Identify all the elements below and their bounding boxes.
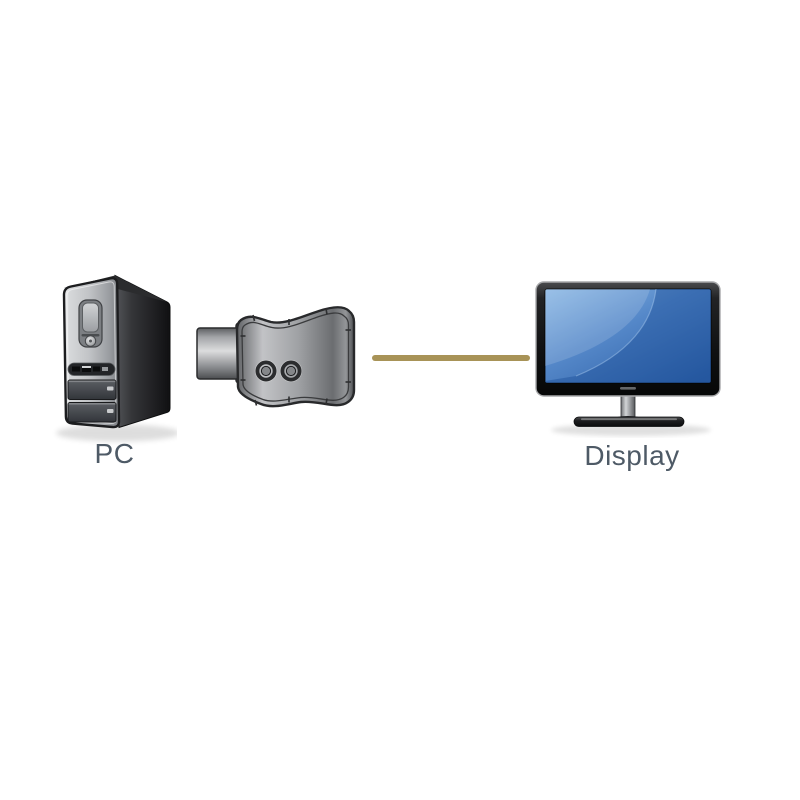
pc-slot-1 bbox=[72, 366, 80, 372]
connection-cable bbox=[372, 355, 530, 361]
display-label: Display bbox=[584, 440, 680, 471]
pc-side-panel bbox=[114, 274, 171, 429]
adapter-device bbox=[193, 292, 368, 414]
pc-label: PC bbox=[94, 438, 135, 469]
pc-bay-1-highlight bbox=[68, 380, 116, 383]
display-brand-mark bbox=[620, 387, 636, 390]
pc-front-bevel bbox=[66, 281, 117, 425]
adapter-bevel-line bbox=[241, 312, 350, 402]
pc-device bbox=[52, 262, 177, 447]
adapter-connector-barrel bbox=[196, 327, 240, 380]
pc-slot-2 bbox=[82, 366, 91, 372]
display-screen-gloss bbox=[545, 289, 711, 383]
pc-bay-2-led bbox=[107, 409, 114, 413]
adapter-rim-ticks bbox=[240, 308, 351, 406]
pc-tower-icon bbox=[56, 274, 177, 442]
display-screen bbox=[544, 288, 712, 384]
video-adapter-icon bbox=[196, 306, 356, 408]
pc-drive-divider bbox=[81, 334, 100, 337]
pc-drive-bay-1 bbox=[67, 379, 117, 400]
pc-slot-4 bbox=[102, 367, 108, 371]
pc-drive-bay-2 bbox=[67, 402, 117, 423]
display-base-highlight bbox=[581, 418, 677, 421]
pc-shadow bbox=[56, 424, 177, 442]
pc-bay-1-led bbox=[107, 386, 114, 391]
pc-bay-2-highlight bbox=[68, 403, 116, 405]
display-stand-base bbox=[573, 416, 685, 427]
adapter-port-2 bbox=[279, 359, 303, 383]
pc-slot-2-sheen bbox=[82, 366, 91, 368]
adapter-port-1 bbox=[254, 359, 278, 383]
pc-power-dot bbox=[89, 339, 92, 343]
pc-drive-door bbox=[82, 302, 99, 333]
display-device bbox=[532, 280, 732, 438]
pc-io-vent bbox=[67, 362, 116, 376]
display-shadow bbox=[551, 424, 711, 436]
pc-slot-3 bbox=[93, 366, 100, 372]
monitor-icon bbox=[535, 281, 721, 436]
